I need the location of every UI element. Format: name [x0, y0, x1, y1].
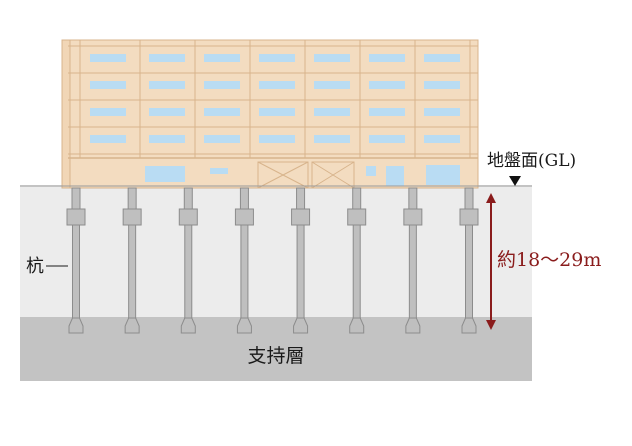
building-window [424, 108, 460, 116]
pile-shaft [240, 224, 249, 322]
pile-base [293, 317, 309, 334]
small-window [366, 166, 376, 176]
pile-shaft [184, 224, 193, 322]
pile [459, 187, 479, 334]
pile-neck [352, 187, 362, 210]
building-window [424, 135, 460, 143]
building-grid [68, 40, 478, 158]
building-window [314, 108, 350, 116]
building-window [259, 108, 295, 116]
building-window [369, 54, 405, 62]
pile-shaft [296, 224, 305, 322]
pile-shaft [408, 224, 417, 322]
building-window [369, 108, 405, 116]
pile-cap [403, 208, 423, 226]
building-window [149, 108, 185, 116]
soil-layer [20, 185, 532, 317]
building-window [149, 81, 185, 89]
building-left-wing [61, 39, 71, 189]
building-window [424, 81, 460, 89]
pile-base [68, 317, 84, 334]
pile-cap [66, 208, 86, 226]
ground-level-label: 地盤面(GL) [487, 151, 576, 171]
pile-shaft [352, 224, 361, 322]
pile-shaft [72, 224, 80, 322]
pile-neck [296, 187, 306, 210]
pile [122, 187, 142, 334]
depth-arrow [486, 193, 496, 330]
building-window [204, 81, 240, 89]
building-window [314, 54, 350, 62]
pile-base [405, 317, 421, 334]
pile-cap [291, 208, 311, 226]
pile-cap [347, 208, 367, 226]
depth-label: 約18〜29m [497, 249, 601, 271]
building-window [90, 81, 126, 89]
building-window [369, 135, 405, 143]
building-window [204, 108, 240, 116]
pile [178, 187, 198, 334]
building-window [149, 54, 185, 62]
door-window [386, 166, 404, 186]
pile-base [349, 317, 365, 334]
ground-floor [68, 157, 478, 189]
pile [403, 187, 423, 334]
pile-cap [178, 208, 198, 226]
parking-cross-bracing [257, 161, 355, 189]
building-window [369, 81, 405, 89]
building-window [259, 81, 295, 89]
building [61, 39, 479, 189]
building-window [204, 54, 240, 62]
pile-label: 杭 [26, 256, 44, 277]
building-window [90, 108, 126, 116]
bearing-layer-label: 支持層 [247, 345, 304, 367]
pile-neck [408, 187, 418, 210]
pile-base [461, 317, 477, 334]
building-window [259, 135, 295, 143]
building-window [424, 54, 460, 62]
small-window [210, 168, 228, 174]
pile-shaft [128, 224, 137, 322]
pile-neck [71, 187, 81, 210]
bearing-layer [20, 317, 532, 381]
pile [66, 187, 86, 334]
building-window [90, 54, 126, 62]
pile-base [180, 317, 196, 334]
building-window [314, 135, 350, 143]
pile-neck [127, 187, 137, 210]
building-window [204, 135, 240, 143]
pile-cap [234, 208, 254, 226]
pile [234, 187, 254, 334]
building-window [259, 54, 295, 62]
building-window [90, 135, 126, 143]
ground-marker-triangle [509, 176, 521, 186]
piles [66, 187, 479, 334]
pile-base [236, 317, 252, 334]
pile [291, 187, 311, 334]
building-window [149, 135, 185, 143]
pile [347, 187, 367, 334]
entrance-window [145, 166, 185, 182]
pile-cap [459, 208, 479, 226]
building-windows [90, 54, 460, 143]
pile-neck [464, 187, 474, 210]
shop-window [426, 165, 460, 185]
pile-cap [122, 208, 142, 226]
pile-shaft [465, 224, 473, 322]
pile-neck [183, 187, 193, 210]
pile-neck [239, 187, 249, 210]
pile-base [124, 317, 140, 334]
building-window [314, 81, 350, 89]
